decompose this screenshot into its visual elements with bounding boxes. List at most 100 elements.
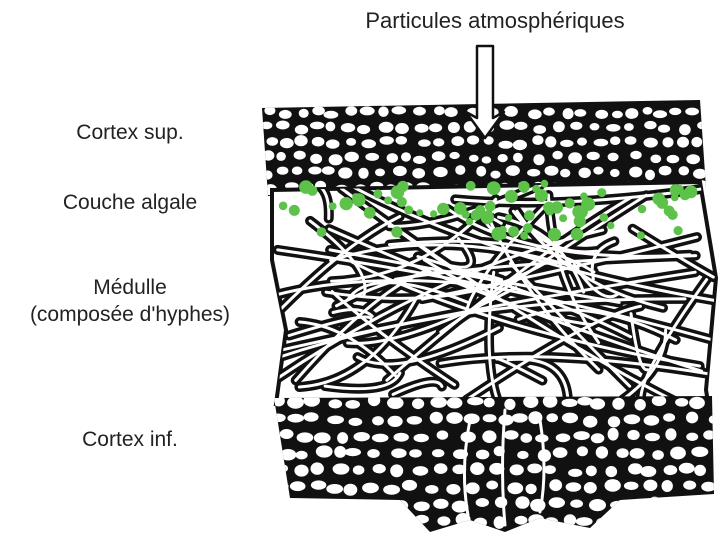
cortex-cell: [349, 418, 363, 426]
cortex-cell: [339, 518, 356, 529]
cortex-cell: [658, 125, 670, 133]
cortex-cell: [412, 399, 424, 410]
algal-cell: [317, 227, 327, 237]
cortex-cell: [396, 518, 408, 527]
cortex-cell: [645, 170, 655, 181]
cortex-cell: [372, 501, 385, 513]
cortex-cell: [345, 152, 359, 162]
medulla: [272, 182, 719, 405]
cortex-cell: [327, 416, 344, 425]
algal-cell: [523, 223, 533, 233]
cortex-cell: [380, 136, 394, 145]
cortex-cell: [319, 517, 332, 530]
cortex-cell: [337, 432, 348, 444]
cortex-cell: [446, 412, 463, 424]
algal-cell: [466, 218, 473, 225]
cortex-cell: [333, 463, 350, 474]
cortex-cell: [533, 154, 544, 165]
cortex-cell: [624, 482, 639, 490]
cortex-cell: [476, 450, 489, 460]
cortex-cell: [414, 502, 430, 512]
cortex-cell: [466, 482, 480, 494]
cortex-cell: [498, 154, 508, 162]
algal-cell: [466, 181, 476, 191]
cortex-cell: [482, 430, 496, 443]
cortex-cell: [415, 124, 429, 133]
cortex-cell: [586, 466, 597, 477]
cortex-cell: [625, 108, 638, 119]
cortex-cell: [527, 169, 540, 177]
cortex-cell: [434, 106, 445, 115]
cortex-cell: [532, 135, 543, 145]
cortex-cell: [449, 152, 459, 159]
algal-cell: [565, 198, 575, 208]
cortex-cell: [570, 500, 583, 508]
cortex-cell: [280, 138, 294, 148]
cortex-cell: [628, 463, 643, 474]
cortex-cell: [605, 479, 621, 492]
cortex-cell: [341, 123, 355, 132]
cortex-cell: [395, 123, 409, 134]
cortex-cell: [297, 517, 309, 527]
algal-cell: [364, 207, 376, 219]
cortex-cell: [322, 166, 335, 175]
cortex-cell: [562, 399, 578, 407]
algal-cell: [340, 197, 353, 210]
cortex-cell: [402, 480, 417, 491]
cortex-cell: [290, 481, 306, 491]
cortex-cell: [517, 451, 528, 459]
cortex-cell: [486, 481, 498, 490]
cortex-cell: [299, 109, 309, 118]
cortex-cell: [294, 465, 308, 477]
cortex-cell: [412, 168, 425, 178]
cortex-cell: [264, 106, 275, 115]
cortex-cell: [667, 155, 680, 163]
cortex-cell: [393, 166, 407, 176]
cortex-cell: [564, 514, 576, 526]
cortex-cell: [379, 122, 394, 133]
cortex-cell: [490, 171, 500, 179]
cortex-cell: [549, 479, 562, 491]
cortex-cell: [560, 140, 573, 147]
cortex-cell: [346, 138, 356, 146]
cortex-cell: [583, 416, 597, 428]
algal-cell: [572, 205, 585, 218]
cortex-cell: [334, 446, 346, 458]
cortex-cell: [570, 122, 582, 130]
cortex-cell: [360, 106, 375, 115]
cortex-cell: [526, 484, 537, 494]
cortex-cell: [513, 153, 523, 163]
cortex-cell: [610, 169, 620, 177]
cortex-cell: [574, 109, 586, 117]
algal-cell: [505, 190, 518, 203]
cortex-cell: [577, 446, 588, 456]
cortex-cell: [287, 414, 304, 423]
cortex-cell: [296, 451, 308, 460]
algal-cell: [329, 202, 337, 210]
algal-cell: [404, 206, 413, 215]
cortex-cell: [413, 107, 426, 116]
cortex-cell: [500, 120, 515, 129]
cortex-cell: [418, 139, 431, 146]
cortex-cell: [362, 483, 379, 494]
cortex-cell: [312, 106, 325, 115]
cortex-cell: [506, 165, 520, 176]
cortex-cell: [515, 516, 528, 525]
cortex-cell: [543, 395, 558, 408]
cortex-cell: [545, 136, 556, 147]
algal-cell: [279, 202, 288, 211]
algal-cell: [684, 185, 697, 198]
cortex-cell: [447, 397, 463, 408]
cortex-cell: [630, 448, 645, 459]
cortex-cell: [703, 430, 715, 439]
cortex-cell: [361, 139, 376, 148]
cortex-cell: [617, 448, 629, 458]
cortex-cell: [510, 464, 524, 475]
cortex-cell: [464, 414, 480, 425]
cortex-cell: [625, 136, 637, 145]
cortex-cell: [683, 481, 696, 490]
cortex-cell: [287, 396, 304, 408]
cortex-cell: [373, 517, 385, 525]
cortex-cell: [291, 498, 307, 506]
cortex-cell: [378, 107, 388, 117]
